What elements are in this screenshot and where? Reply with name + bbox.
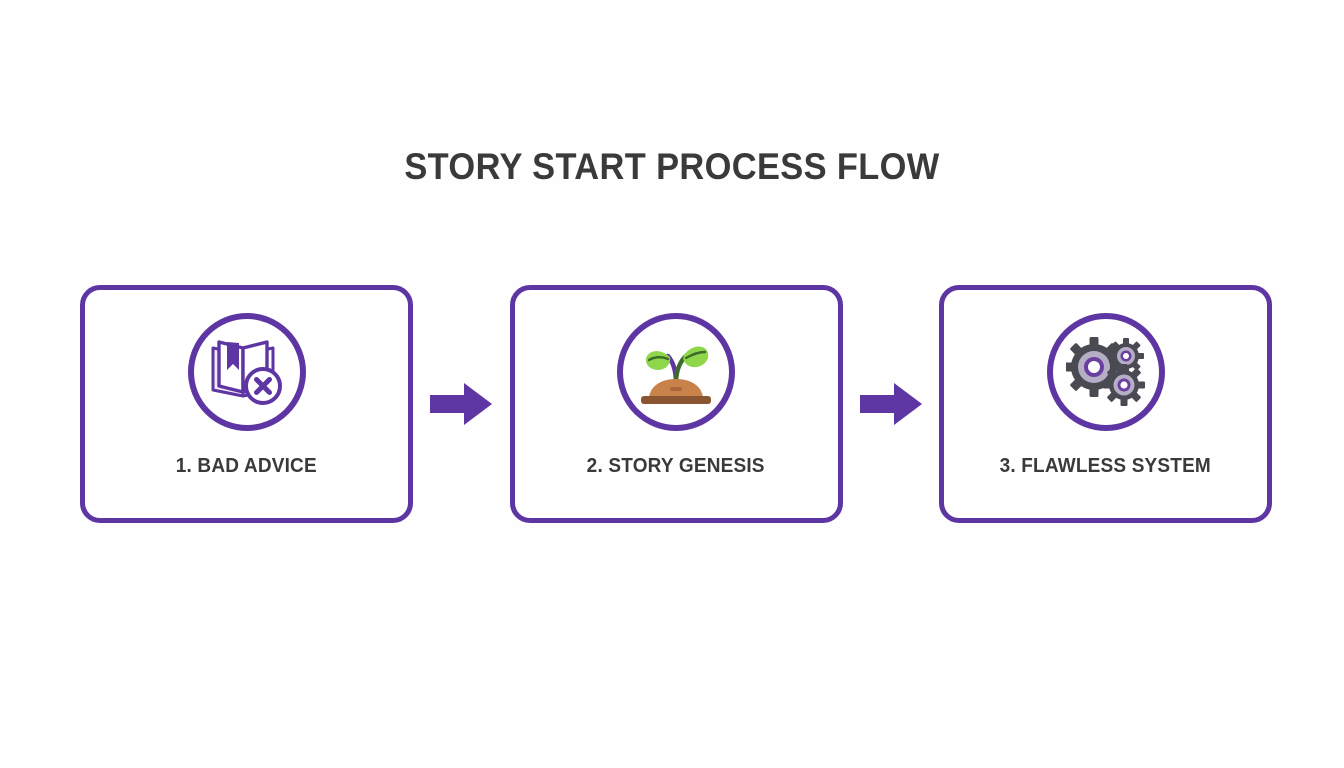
process-step-label-2: 2. STORY GENESIS — [587, 455, 765, 477]
seedling-sprout-icon — [637, 337, 715, 407]
book-with-x-icon — [209, 336, 285, 408]
process-flow-row: 1. BAD ADVICE — [80, 285, 1272, 523]
process-step-card-3[interactable]: 3. FLAWLESS SYSTEM — [939, 285, 1272, 523]
process-step-label-3: 3. FLAWLESS SYSTEM — [999, 455, 1212, 477]
icon-circle-2 — [617, 313, 735, 431]
arrow-right-icon — [859, 382, 922, 426]
flow-connector-1 — [428, 378, 494, 430]
icon-circle-1 — [187, 313, 306, 431]
process-step-card-1[interactable]: 1. BAD ADVICE — [80, 285, 413, 523]
arrow-right-icon — [430, 382, 493, 426]
gears-icon — [1065, 336, 1146, 408]
process-step-card-2[interactable]: 2. STORY GENESIS — [509, 285, 843, 523]
page-title: STORY START PROCESS FLOW — [404, 146, 940, 187]
icon-circle-3 — [1046, 313, 1165, 431]
process-step-label-1: 1. BAD ADVICE — [175, 455, 318, 477]
flow-connector-2 — [858, 378, 924, 430]
